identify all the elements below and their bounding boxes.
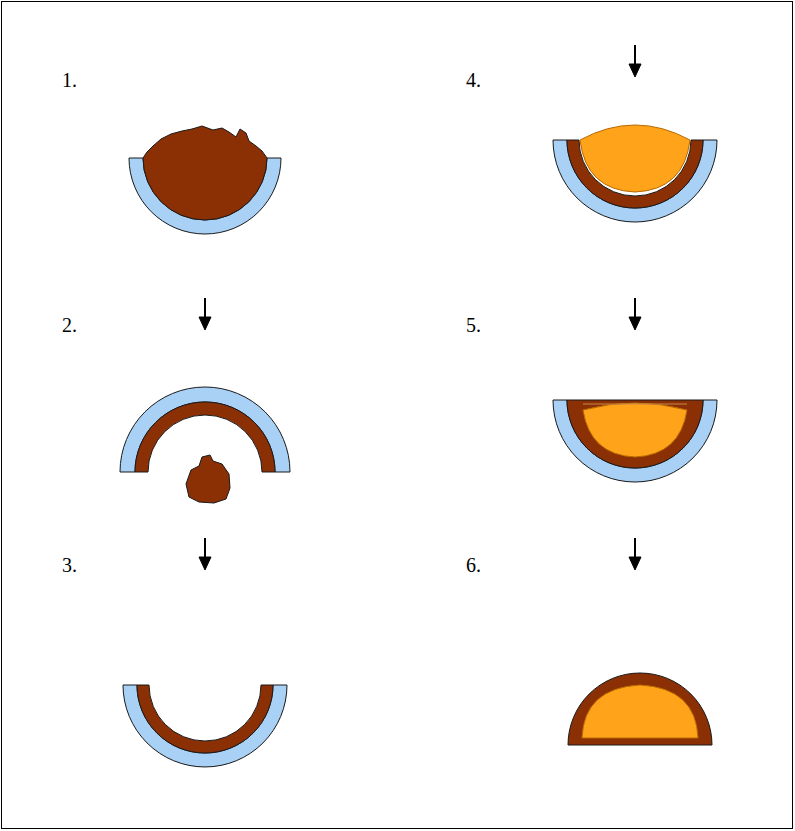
step-number: 4. [466,70,481,90]
filling [582,685,698,738]
step-arrow [634,298,636,318]
step-number: 6. [466,555,481,575]
step-number: 2. [62,315,77,335]
step-number: 3. [62,555,77,575]
mold [553,400,717,482]
step-arrow [204,538,206,558]
mold [123,685,287,767]
arrow-head [629,64,641,77]
step-arrow [634,45,636,65]
chocolate-mass [143,126,267,220]
arrow-head [199,557,211,570]
step-arrow [204,298,206,318]
arrow-head [629,557,641,570]
chocolate-shell [567,400,703,468]
filling [583,403,687,457]
step-arrow [634,538,636,558]
chocolate-cap-line [583,404,687,405]
chocolate-excess [186,455,230,503]
step-number: 1. [62,70,77,90]
arrow-head [199,317,211,330]
chocolate-shell [568,673,712,745]
arrow-head [629,317,641,330]
filling [580,125,690,192]
step-number: 5. [466,315,481,335]
chocolate-shell [137,685,273,753]
